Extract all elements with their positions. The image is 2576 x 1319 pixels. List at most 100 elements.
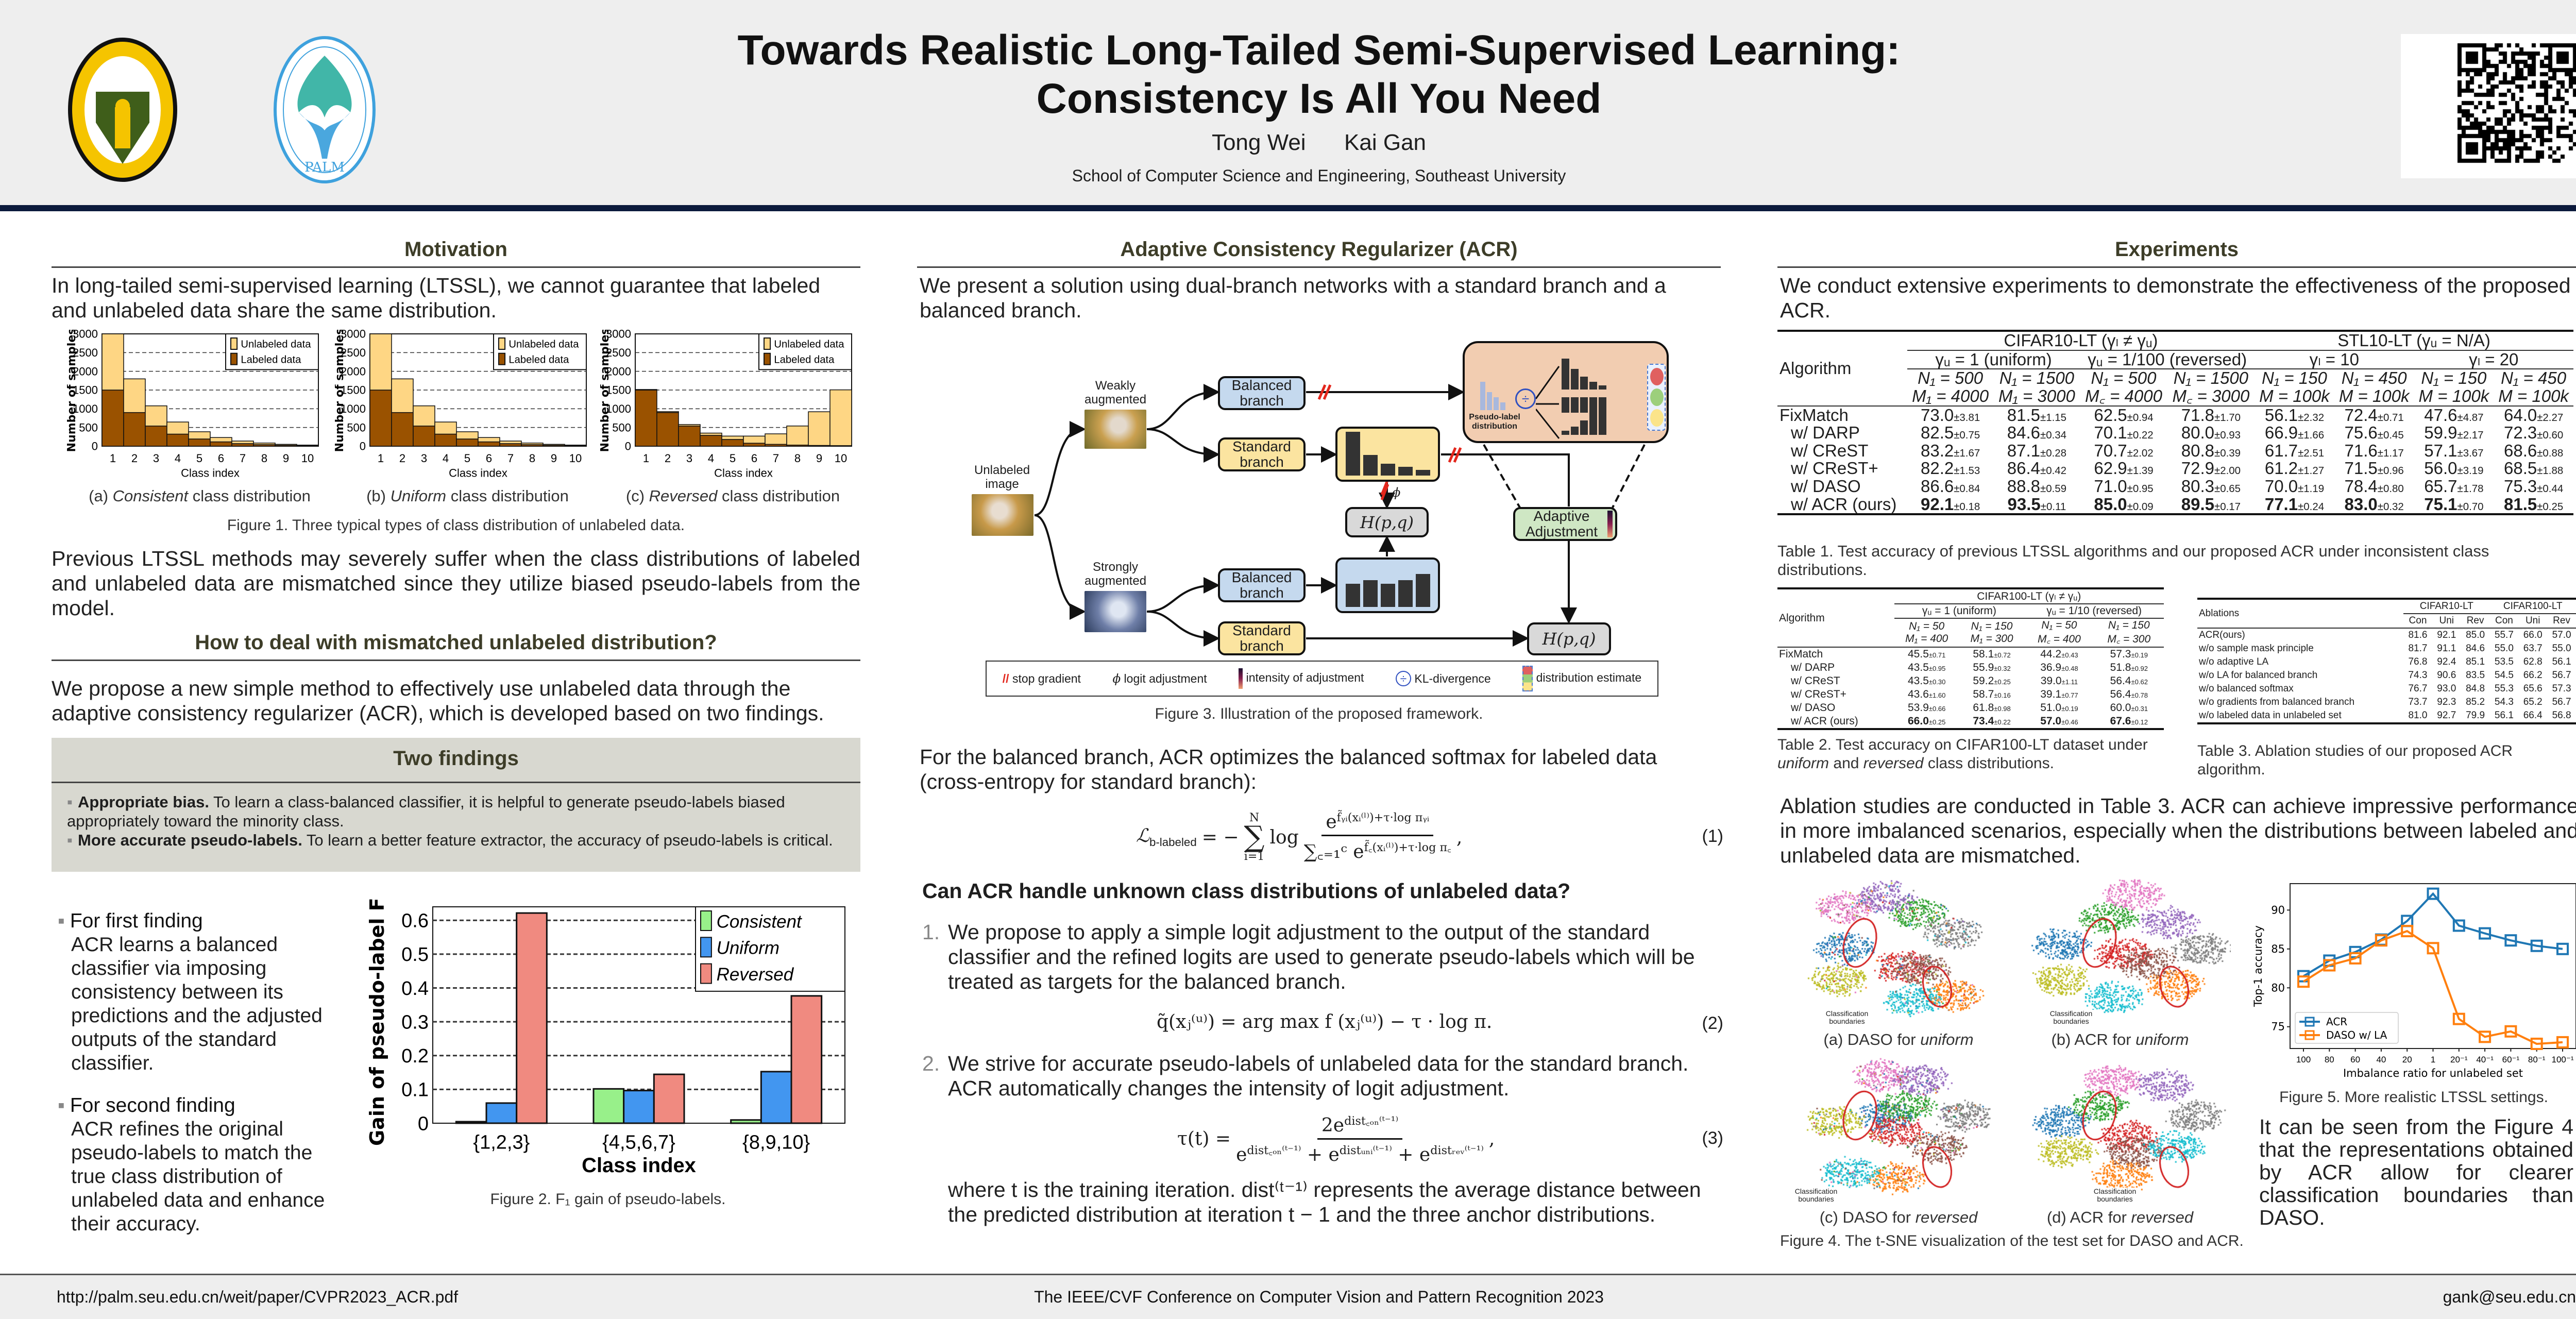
author: Kai Gan	[1344, 130, 1427, 155]
legend-box	[493, 333, 587, 370]
unlabeled-cat-image	[972, 494, 1033, 536]
bar-labeled-data	[101, 390, 124, 447]
cell-std: ±0.71	[2377, 411, 2404, 424]
legend-swatch	[700, 963, 712, 984]
legend-label: distribution estimate	[1536, 671, 1642, 685]
paper-url-link[interactable]: http://palm.seu.edu.cn/weit/paper/CVPR20…	[57, 1288, 459, 1306]
previous-methods-text: Previous LTSSL methods may severely suff…	[52, 547, 860, 620]
x-tick-label: 9	[816, 452, 822, 465]
finding-text: To learn a class-balanced classifier, it…	[67, 793, 785, 830]
column-header-line: N₁ = 50	[1909, 620, 1945, 632]
cell-std: ±0.46	[2061, 718, 2078, 726]
table-cell: 39.1±0.77	[2024, 688, 2094, 701]
column-header-line: N₁ = 450	[2501, 368, 2567, 388]
algorithm-name: w/ DARP	[1791, 423, 1860, 443]
data-point	[2375, 934, 2387, 947]
bar-unlabeled-data	[275, 444, 297, 446]
cell-value: 71.5	[2344, 459, 2378, 478]
x-tick-label: 9	[283, 452, 289, 465]
x-tick-label: 60	[2350, 1055, 2360, 1064]
table-cell: 68.6±0.88	[2494, 442, 2573, 460]
cell-value: 56.0	[2424, 459, 2458, 478]
equation-3-body: τ(t) = 2edist꜀ₒₙ⁽ᵗ⁻¹⁾ edist꜀ₒₙ⁽ᵗ⁻¹⁾ + ed…	[1177, 1108, 1495, 1170]
equation-number: (1)	[1702, 826, 1723, 846]
y-tick-label: 1500	[606, 384, 631, 397]
cell-std: ±0.88	[2537, 447, 2564, 459]
table-cell: 39.0±1.11	[2024, 674, 2094, 688]
cell-std: ±0.60	[2537, 429, 2564, 442]
cell-std: ±1.67	[1954, 447, 1980, 459]
contact-email-link[interactable]: gank@seu.edu.cn	[2443, 1288, 2576, 1306]
cell-value: 39.1	[2040, 688, 2062, 700]
bar-unlabeled-data	[369, 333, 392, 391]
tsne-annotation: Classification boundaries	[2092, 1188, 2138, 1203]
table-cell: 66.4	[2523, 710, 2543, 721]
column-header-line: M₁ = 400	[1905, 633, 1948, 645]
cell-value: 66.9	[2264, 423, 2298, 443]
x-tick-label: 6	[751, 452, 757, 465]
cell-std: ±1.11	[2061, 678, 2078, 686]
cell-std: ±1.70	[2214, 411, 2241, 424]
palm-logo: PALM	[274, 36, 376, 183]
cell-value: 68.6	[2503, 441, 2537, 460]
cell-value: 86.4	[2007, 459, 2041, 478]
column-header-line: M = 100k	[2259, 386, 2330, 405]
distribution-estimate-icon	[1647, 364, 1666, 431]
cell-std: ±0.25	[1994, 678, 2011, 686]
acr-intro-text: We present a solution using dual-branch …	[920, 274, 1666, 322]
cell-value: 60.0	[2110, 702, 2131, 714]
bar-labeled-data	[635, 390, 657, 447]
eq3-numerator: 2edist꜀ₒₙ⁽ᵗ⁻¹⁾	[1317, 1112, 1403, 1140]
table-cell: 81.7	[2408, 643, 2428, 654]
list-item-1: 1.We propose to apply a simple logit adj…	[922, 920, 1723, 994]
table-cell: 82.5±0.75	[1907, 424, 1994, 442]
table-cell: 61.7±2.51	[2255, 442, 2334, 460]
qr-code[interactable]	[2401, 34, 2576, 178]
cell-std: ±0.32	[1994, 665, 2011, 672]
cell-std: ±3.19	[2457, 465, 2484, 477]
cell-value: 80.0	[2181, 423, 2215, 443]
eq1-num-base: e	[1326, 811, 1337, 833]
cell-value: 84.6	[2007, 423, 2041, 443]
cell-std: ±1.78	[2457, 483, 2484, 495]
algorithm-name: w/ CReST	[1791, 675, 1840, 687]
x-tick-label: {4,5,6,7}	[602, 1131, 675, 1153]
algorithm-name: w/ DARP	[1791, 662, 1835, 673]
eq3-den-term: e	[1236, 1144, 1247, 1165]
subcaption-prefix: (b) ACR for	[2051, 1030, 2136, 1049]
cell-value: 59.9	[2424, 423, 2458, 443]
table-cell: 81.6	[2408, 630, 2428, 640]
cell-std: ±2.51	[2298, 447, 2325, 459]
cell-value: 61.7	[2264, 441, 2298, 460]
table-cell: 76.8	[2408, 656, 2428, 667]
table-cell: 70.1±0.22	[2080, 424, 2167, 442]
equation-2: q̃(xⱼ⁽ᵘ⁾) = arg max f (xⱼ⁽ᵘ⁾) − τ · log …	[920, 1007, 1723, 1043]
table-cell: 92.4	[2437, 656, 2456, 667]
eq3-comma: ,	[1488, 1128, 1495, 1149]
cell-std: ±0.43	[2061, 651, 2078, 659]
legend-marker	[2304, 1030, 2315, 1040]
table-cell: 71.0±0.95	[2080, 477, 2167, 496]
legend-swatch	[700, 937, 712, 958]
table-cell: 68.5±1.88	[2494, 460, 2573, 478]
motivation-text: In long-tailed semi-supervised learning …	[52, 274, 821, 322]
legend-swatch	[230, 337, 238, 350]
cell-std: ±0.25	[1928, 718, 1946, 726]
legend-logit-adjustment: ϕ logit adjustment	[1112, 672, 1207, 686]
cell-std: ±1.53	[1954, 465, 1980, 477]
bar-labeled-data	[700, 435, 722, 447]
propose-text: We propose a new simple method to effect…	[52, 677, 824, 725]
standard-prediction-histogram	[1335, 427, 1440, 482]
column-header-line: N₁ = 500	[1918, 368, 1984, 388]
legend-marker	[2304, 1017, 2315, 1027]
tsne-plot-acr-reversed	[2009, 1054, 2231, 1206]
finding-title: More accurate pseudo-labels.	[78, 831, 302, 849]
bar-labeled-data	[231, 443, 254, 447]
